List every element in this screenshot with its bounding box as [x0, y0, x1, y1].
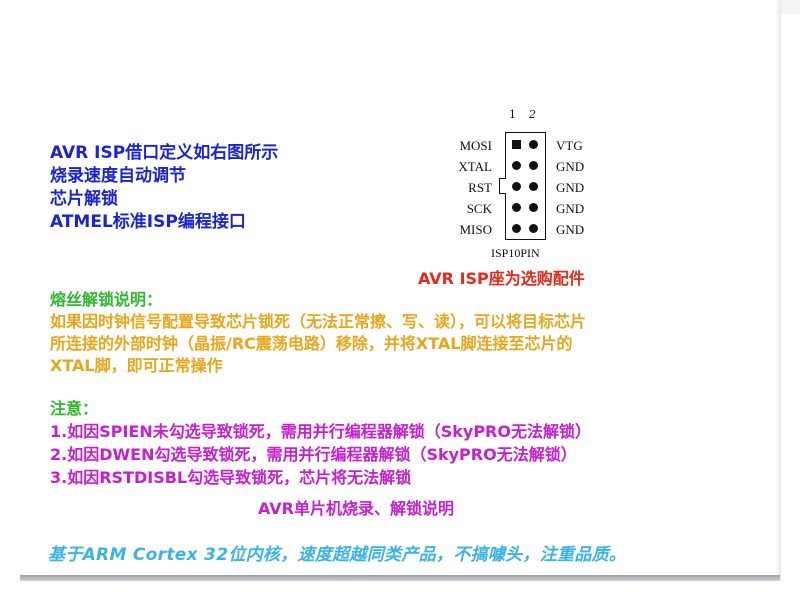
pin-label-miso: MISO — [459, 222, 492, 237]
isp-caption: ISP10PIN — [491, 246, 540, 260]
pin-label-mosi: MOSI — [459, 138, 492, 153]
pin-label-sck: SCK — [466, 201, 492, 216]
pin-label-gnd-4: GND — [556, 222, 585, 237]
isp-left-labels: MOSI XTAL RST SCK MISO — [448, 135, 492, 240]
isp-pin-number-marks: 1 2 — [505, 108, 545, 122]
intro-block: AVR ISP借口定义如右图所示 烧录速度自动调节 芯片解锁 ATMEL标准IS… — [50, 142, 278, 234]
intro-line-1: AVR ISP借口定义如右图所示 — [50, 143, 279, 163]
fuse-unlock-section: 熔丝解锁说明： 如果因时钟信号配置导致芯片锁死（无法正常擦、写、读），可以将目标… — [50, 289, 586, 377]
pin-7 — [512, 203, 521, 212]
pin-2 — [529, 140, 538, 149]
pin-6 — [529, 182, 538, 191]
pin-5 — [512, 182, 521, 191]
pin-9 — [512, 224, 521, 233]
corner-mark — [776, 0, 800, 14]
frame-right-edge — [775, 0, 781, 581]
product-slogan: 基于ARM Cortex 32位内核，速度超越同类产品，不搞噱头，注重品质。 — [48, 545, 627, 565]
note-item-2: 2.如因DWEN勾选导致锁死，需用并行编程器解锁（SkyPRO无法解锁） — [50, 445, 577, 464]
notes-section-title: 注意： — [50, 399, 99, 418]
note-item-1: 1.如因SPIEN未勾选导致锁死，需用并行编程器解锁（SkyPRO无法解锁） — [50, 422, 591, 441]
pin-mark-2: 2 — [529, 108, 536, 121]
fuse-section-title: 熔丝解锁说明： — [50, 290, 163, 309]
pin-8 — [529, 203, 538, 212]
pin-10 — [529, 224, 538, 233]
pin-label-gnd-3: GND — [556, 201, 585, 216]
isp-right-labels: VTG GND GND GND GND — [556, 135, 608, 240]
intro-line-2: 烧录速度自动调节 — [50, 166, 186, 186]
frame-bottom-edge — [20, 575, 780, 581]
pin-3 — [512, 161, 521, 170]
notes-section: 注意： 1.如因SPIEN未勾选导致锁死，需用并行编程器解锁（SkyPRO无法解… — [50, 397, 591, 489]
isp-header-key-notch — [499, 178, 506, 194]
fuse-line-2: 所连接的外部时钟（晶振/RC震荡电路）移除，并将XTAL脚连接至芯片的 — [50, 334, 573, 353]
section-subtitle: AVR单片机烧录、解锁说明 — [258, 499, 455, 518]
pin-4 — [529, 161, 538, 170]
pin-label-gnd-1: GND — [556, 159, 585, 174]
intro-line-3: 芯片解锁 — [50, 189, 118, 209]
socket-optional-note: AVR ISP座为选购配件 — [418, 269, 585, 288]
note-item-3: 3.如因RSTDISBL勾选导致锁死，芯片将无法解锁 — [50, 468, 412, 487]
isp-pinout-diagram: 1 2 MOSI XTAL RST SCK MISO VTG GND GND G… — [448, 108, 608, 263]
pin-mark-1: 1 — [509, 108, 516, 121]
pin-1-square — [512, 140, 521, 149]
intro-line-4: ATMEL标准ISP编程接口 — [50, 212, 246, 232]
pin-label-vtg: VTG — [556, 138, 583, 153]
fuse-line-1: 如果因时钟信号配置导致芯片锁死（无法正常擦、写、读），可以将目标芯片 — [50, 312, 587, 331]
pin-label-rst: RST — [468, 180, 492, 195]
fuse-line-3: XTAL脚，即可正常操作 — [50, 356, 223, 375]
pin-label-gnd-2: GND — [556, 180, 585, 195]
isp-header-outline — [505, 132, 546, 240]
pin-label-xtal: XTAL — [458, 159, 492, 174]
